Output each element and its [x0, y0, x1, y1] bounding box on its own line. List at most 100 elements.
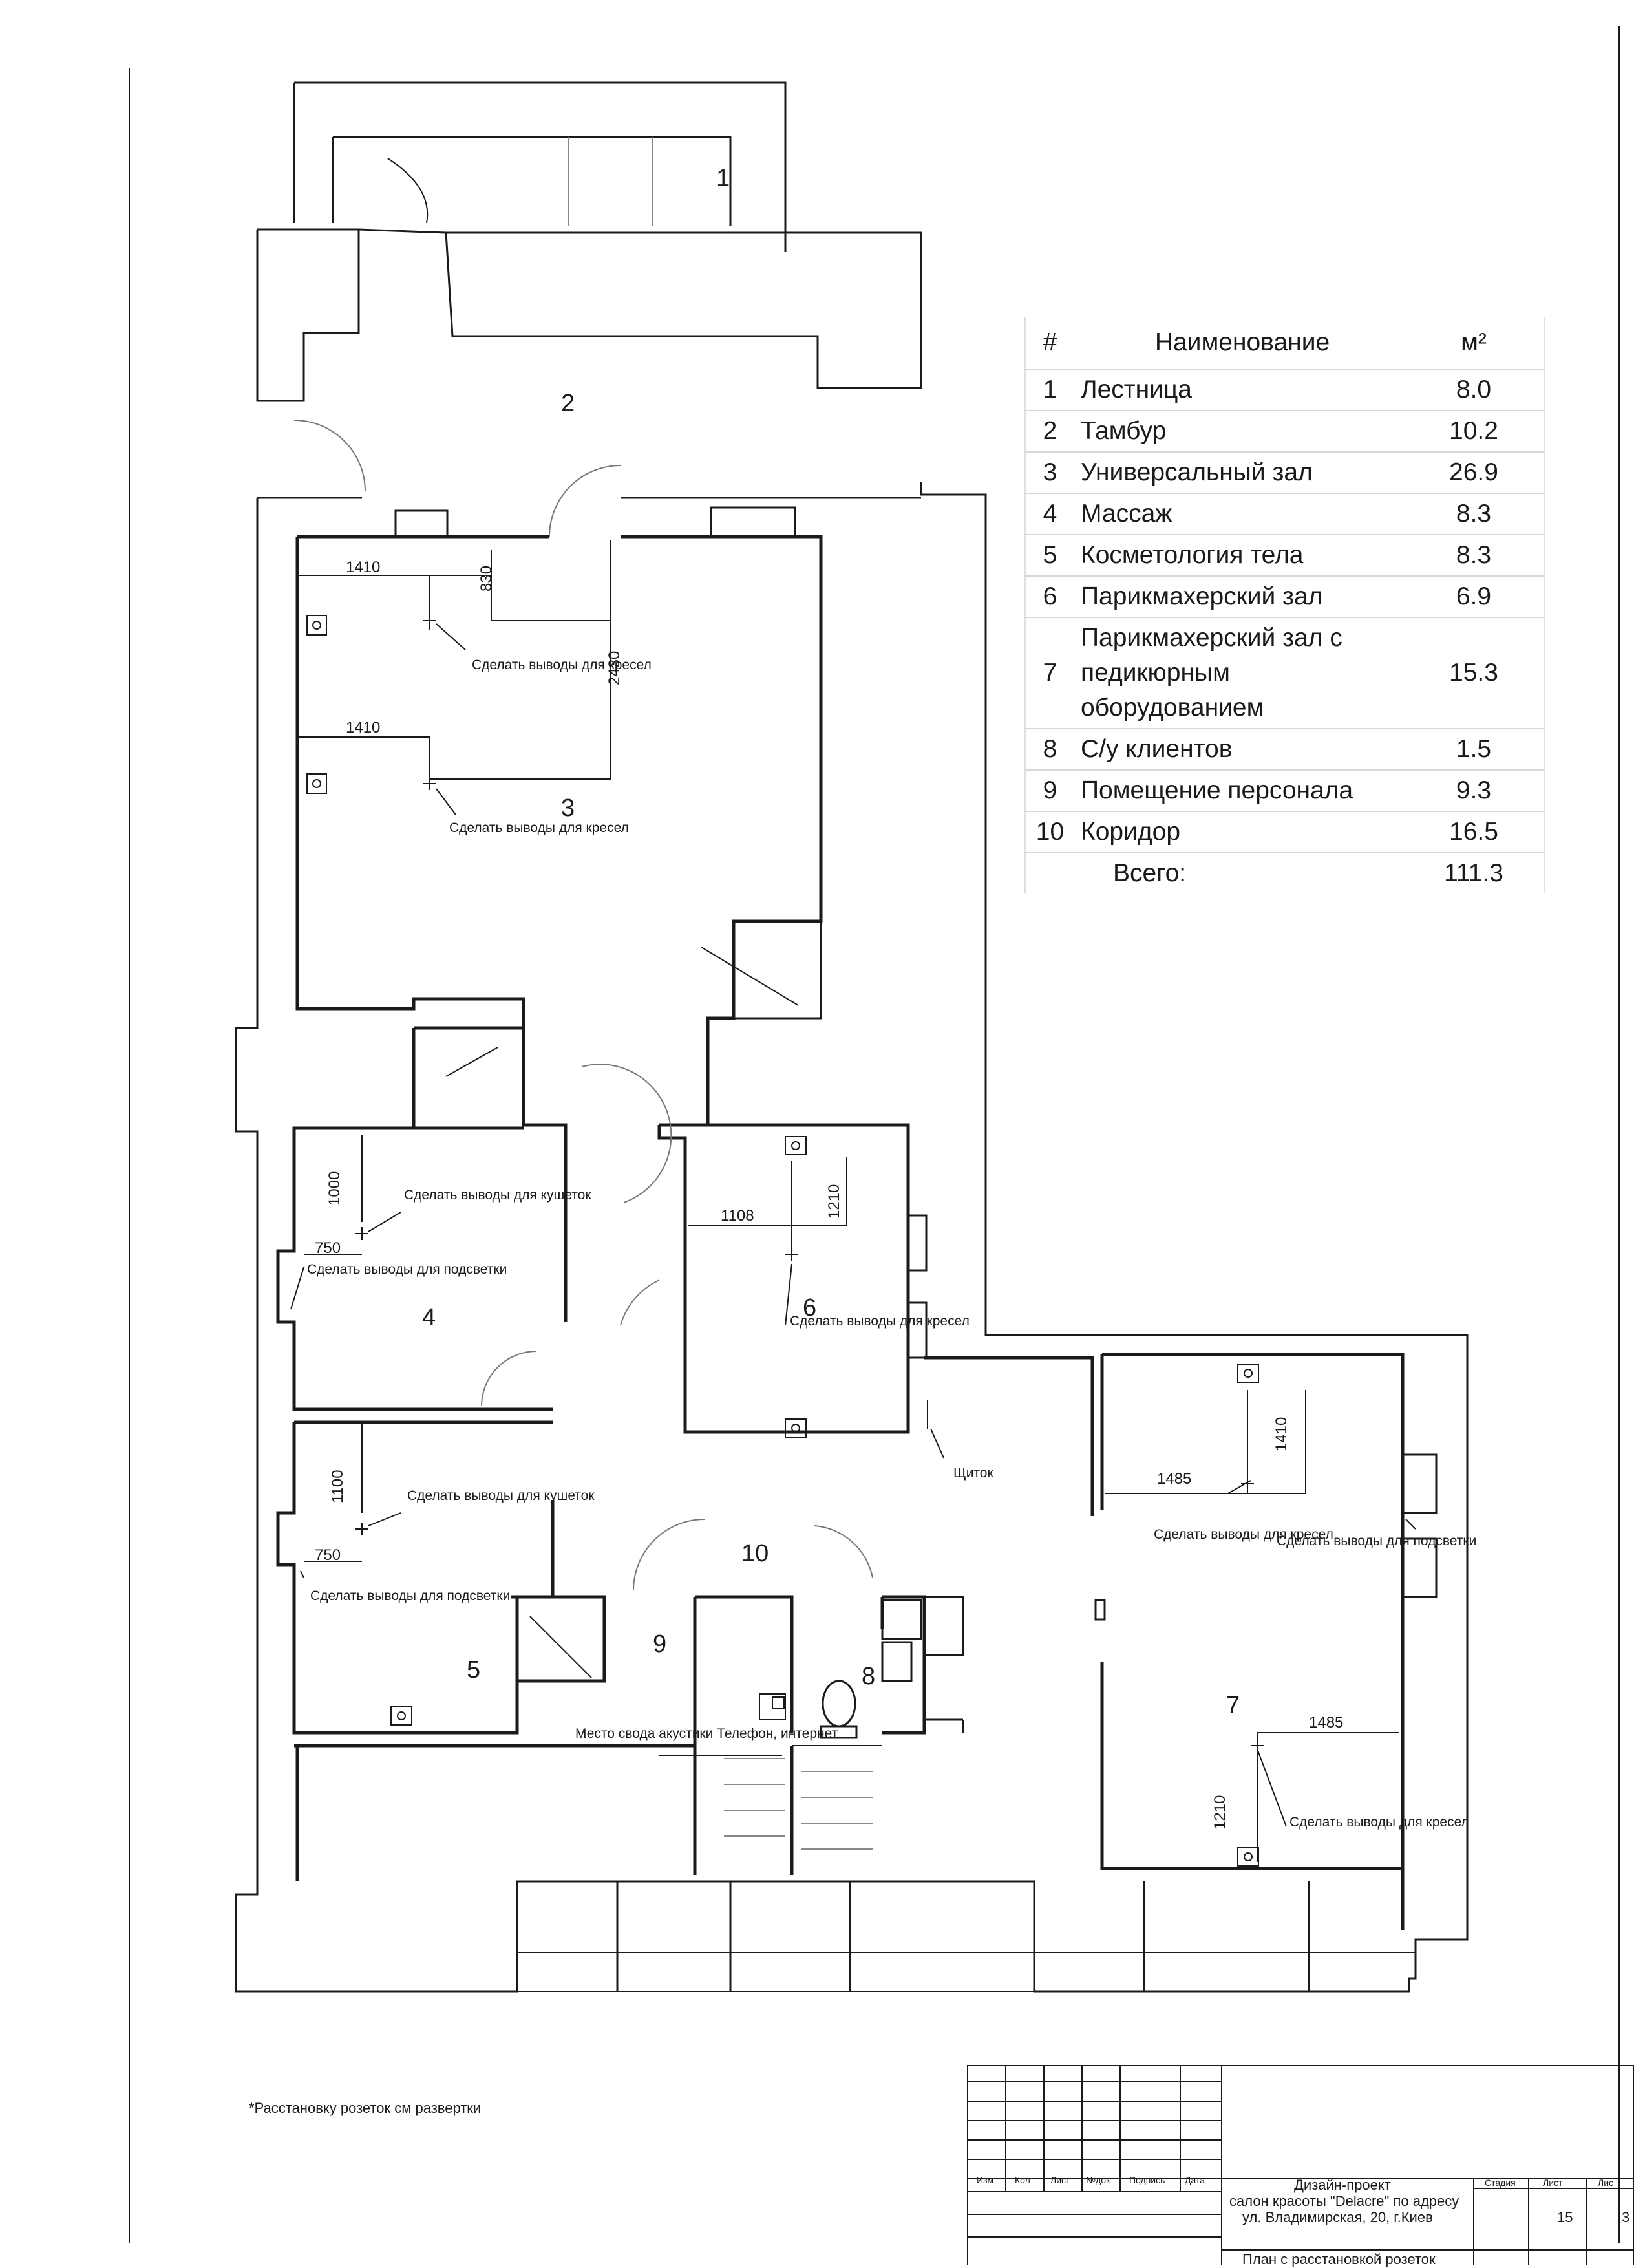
- dimension-label: 830: [478, 566, 495, 592]
- row-area: 8.0: [1404, 369, 1544, 411]
- sheet-title: План с расстановкой розеток: [1242, 2251, 1436, 2267]
- note-lighting: Сделать выводы для подсветки: [1277, 1534, 1476, 1548]
- north-walls: [256, 228, 922, 402]
- row-num: 1: [1025, 369, 1074, 411]
- row-area: 10.2: [1404, 411, 1544, 453]
- title-col-label: №док: [1086, 2175, 1110, 2185]
- row-name: Парикмахерский зал: [1074, 576, 1404, 618]
- dimension-label: 1210: [1211, 1795, 1229, 1830]
- row-name: С/у клиентов: [1074, 729, 1404, 771]
- dimension-label: 1100: [329, 1470, 346, 1503]
- row-name: Коридор: [1074, 811, 1404, 853]
- title-col-label: Лист: [1050, 2175, 1070, 2185]
- row-name: Косметология тела: [1074, 535, 1404, 577]
- note-chairs: Сделать выводы для кресел: [449, 820, 629, 835]
- dimension-label: 750: [315, 1239, 341, 1257]
- stage-label: Стадия: [1485, 2177, 1516, 2188]
- dimension-lines: [299, 540, 1399, 1862]
- note-panel: Щиток: [953, 1466, 993, 1481]
- row-name: Массаж: [1074, 493, 1404, 535]
- sheet-label: Лист: [1543, 2177, 1563, 2188]
- room-label: 3: [561, 795, 575, 822]
- row-num: 8: [1025, 729, 1074, 771]
- note-acoustics: Место свода акустики Телефон, интернет: [575, 1726, 838, 1741]
- room-label: 9: [653, 1631, 666, 1658]
- room-label: 7: [1226, 1692, 1240, 1719]
- room-label: 1: [716, 165, 730, 192]
- dimension-label: 1485: [1157, 1470, 1191, 1488]
- sheets-total: 3: [1622, 2209, 1630, 2225]
- room-3-walls: [295, 506, 823, 1127]
- outer-walls: [235, 482, 1469, 1993]
- row-name: Лестница: [1074, 369, 1404, 411]
- header-num: #: [1025, 317, 1074, 370]
- row-area: 26.9: [1404, 452, 1544, 494]
- door-swings: [293, 420, 873, 1591]
- row-name: Универсальный зал: [1074, 452, 1404, 494]
- note-chairs: Сделать выводы для кресел: [790, 1314, 970, 1329]
- row-area: 9.3: [1404, 770, 1544, 812]
- title-col-label: Изм: [977, 2175, 994, 2185]
- room-label: 4: [422, 1304, 436, 1331]
- footnote: *Расстановку розеток см развертки: [249, 2100, 482, 2116]
- row-num: 10: [1025, 811, 1074, 853]
- row-area: 15.3: [1404, 617, 1544, 729]
- project-line-1: Дизайн-проект: [1294, 2177, 1391, 2193]
- leaders: [290, 614, 1416, 1827]
- note-chairs: Сделать выводы для кресел: [1289, 1815, 1469, 1830]
- room-label: 2: [561, 390, 575, 417]
- row-area: 16.5: [1404, 811, 1544, 853]
- sheet-number: 15: [1557, 2209, 1573, 2225]
- project-line-2: салон красоты "Delacre" по адресу: [1229, 2193, 1459, 2209]
- row-name: Парикмахерский зал с педикюрным оборудов…: [1074, 617, 1404, 729]
- dimension-label: 1410: [346, 719, 380, 736]
- note-chairs: Сделать выводы для кресел: [472, 658, 652, 672]
- row-num: 2: [1025, 411, 1074, 453]
- lower-staircase: [724, 1758, 873, 1850]
- room-label: 6: [803, 1294, 816, 1321]
- dimension-label: 1210: [825, 1184, 843, 1219]
- header-name: Наименование: [1074, 317, 1404, 370]
- socket-symbols: [306, 615, 1259, 1867]
- table-header: # Наименование м²: [1025, 317, 1544, 370]
- row-num: 4: [1025, 493, 1074, 535]
- row-name: Помещение персонала: [1074, 770, 1404, 812]
- staircase: [293, 81, 787, 252]
- table-total-row: Всего: 111.3: [1025, 853, 1544, 893]
- dimension-label: 1108: [721, 1207, 754, 1225]
- room-5-walls: [276, 1420, 606, 1735]
- row-num: 6: [1025, 576, 1074, 618]
- room-4-walls: [276, 1026, 568, 1411]
- project-line-3: ул. Владимирская, 20, г.Киев: [1242, 2209, 1433, 2225]
- title-block-grid: [967, 2065, 1634, 2265]
- rooms-8-9-walls: [294, 1595, 964, 1881]
- header-area: м²: [1404, 317, 1544, 370]
- dimension-label: 750: [315, 1546, 341, 1564]
- note-couches: Сделать выводы для кушеток: [404, 1188, 591, 1203]
- note-couches: Сделать выводы для кушеток: [407, 1488, 595, 1503]
- note-lighting: Сделать выводы для подсветки: [310, 1589, 510, 1603]
- row-area: 1.5: [1404, 729, 1544, 771]
- dimension-label: 2430: [606, 651, 623, 685]
- room-label: 10: [741, 1540, 769, 1567]
- room-7-walls: [924, 1353, 1438, 1930]
- title-col-label: Подпись: [1129, 2175, 1165, 2185]
- title-col-label: Кол: [1015, 2175, 1030, 2185]
- row-name: Тамбур: [1074, 411, 1404, 453]
- title-block: Изм Кол Лист №док Подпись Дата Дизайн-пр…: [968, 2064, 1634, 2267]
- dimension-label: 1410: [1273, 1417, 1290, 1451]
- row-area: 8.3: [1404, 535, 1544, 577]
- total-value: 111.3: [1444, 859, 1503, 887]
- total-label: Всего:: [1113, 859, 1187, 887]
- dimension-label: 1410: [346, 559, 380, 576]
- room-label: 5: [467, 1656, 480, 1684]
- row-area: 8.3: [1404, 493, 1544, 535]
- dimension-label: 1000: [326, 1171, 343, 1206]
- room-6-walls: [657, 1123, 931, 1434]
